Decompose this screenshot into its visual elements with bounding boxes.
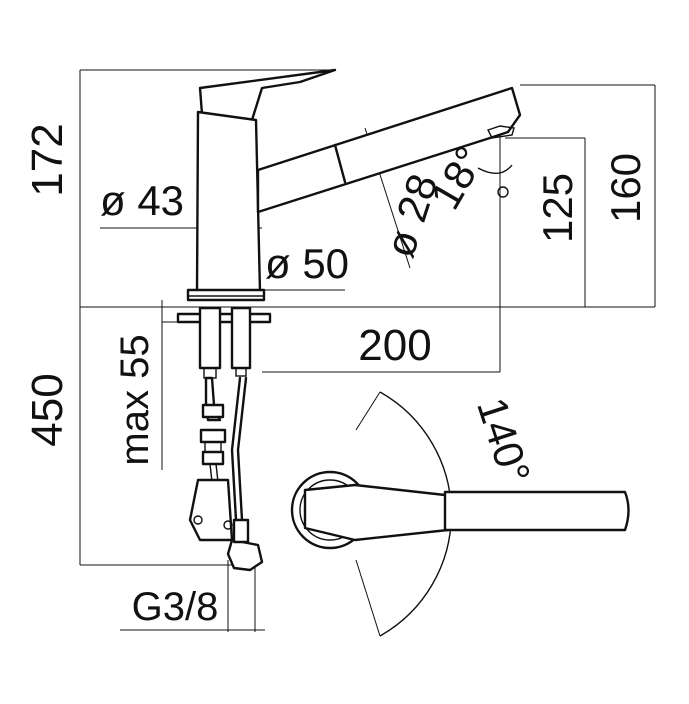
label-hose-length: 450: [23, 373, 72, 446]
label-connection-thread: G3/8: [132, 585, 219, 629]
label-diameter-spout: ø 28: [376, 168, 447, 262]
label-height-total: 172: [23, 123, 72, 196]
label-lever-rotation: 140°: [468, 392, 540, 489]
faucet-side-view: [176, 68, 522, 379]
faucet-top-view: [290, 391, 630, 637]
label-max-counter-thickness: max 55: [113, 334, 157, 465]
label-diameter-base: ø 50: [265, 240, 349, 287]
label-spout-outlet-height: 125: [534, 173, 581, 243]
spout-angle-arc: [477, 164, 513, 174]
supply-hoses: [188, 376, 264, 572]
label-diameter-body: ø 43: [100, 177, 184, 224]
label-spout-top-height: 160: [602, 153, 649, 223]
label-spout-reach: 200: [358, 321, 431, 370]
dimension-labels: 172 ø 43 ø 50 18° ø 28 125 160 200 max 5…: [23, 123, 649, 629]
spout-angle-marker: [497, 186, 509, 198]
dimension-lines: [79, 69, 656, 632]
